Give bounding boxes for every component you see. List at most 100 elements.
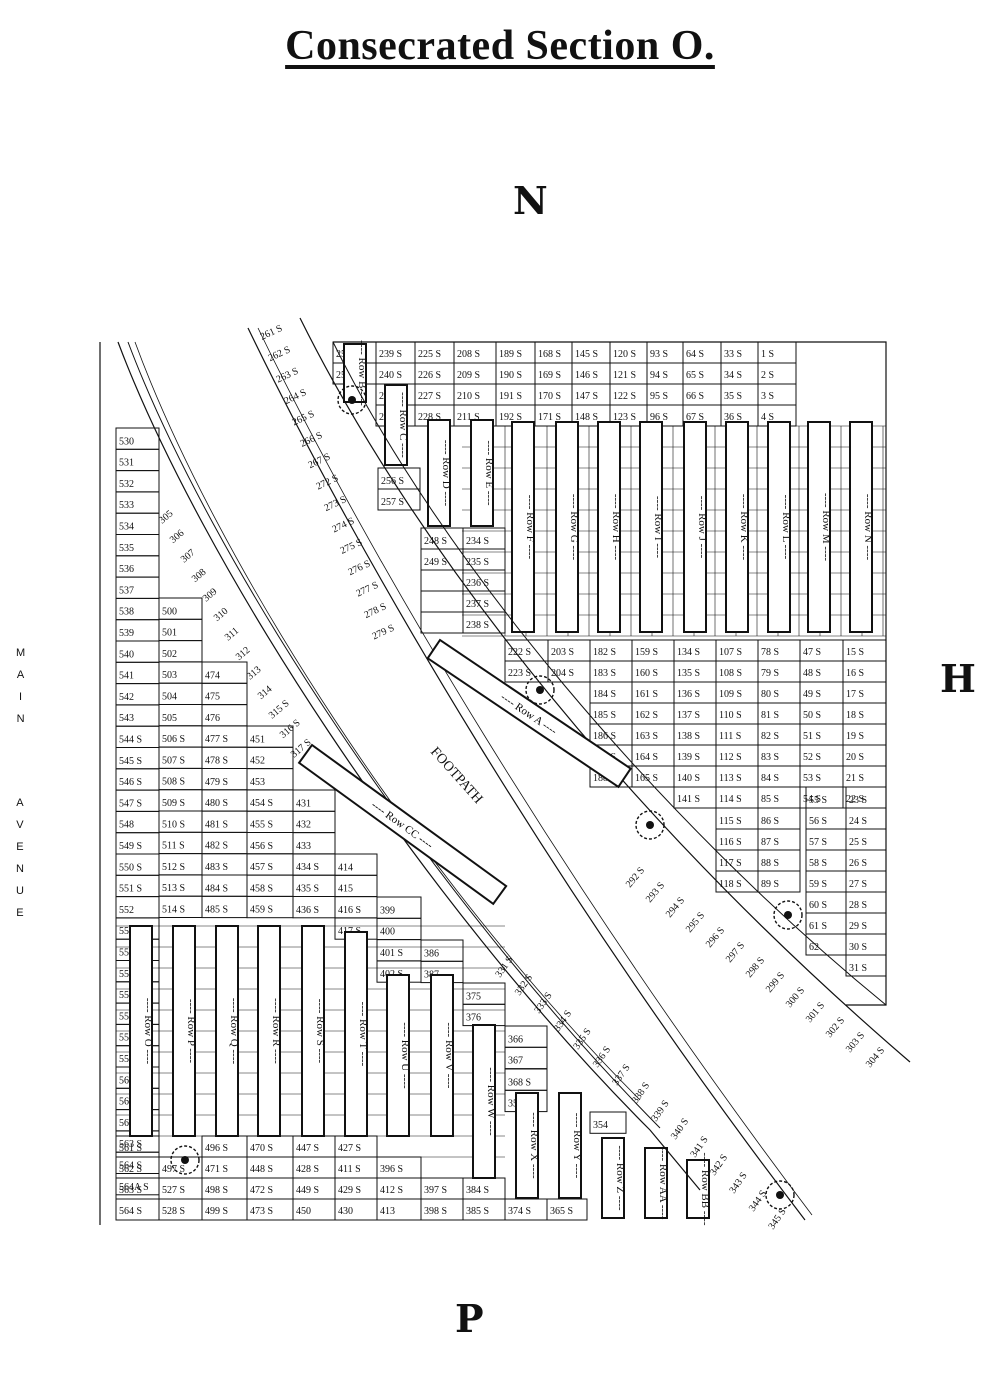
right-plot-label: 139 S	[677, 752, 700, 763]
tree-trunk	[181, 1156, 189, 1164]
diag-lower-right-plot: 301 S	[804, 1000, 827, 1025]
col-368-plot-label: 368 S	[508, 1077, 531, 1088]
col-474-plot-label: 482 S	[205, 841, 228, 852]
col-451-plot-label: 457 S	[250, 862, 273, 873]
row-aa-label: ---- Row AA ----	[657, 1146, 669, 1219]
right-plot-label: 53 S	[803, 773, 821, 784]
row-g-label: ---- Row G ----	[568, 494, 580, 561]
compass-south: P	[455, 1296, 484, 1341]
diag-lower-right-plot: 294 S	[664, 895, 687, 920]
right-plot-label: 204 S	[551, 668, 574, 679]
bottom-plot-label: 563 S	[119, 1185, 142, 1196]
top-plot-label: 121 S	[613, 370, 636, 381]
col-474-plot-label: 479 S	[205, 777, 228, 788]
col-500-plot-label: 509 S	[162, 798, 185, 809]
diag-lower-mid-plot: 336 S	[591, 1045, 613, 1070]
row-j-label: ---- Row J ----	[696, 496, 708, 559]
row-z-label: ---- Row Z ----	[614, 1145, 626, 1210]
row-n-label: ---- Row N ----	[862, 494, 874, 561]
mid-plot	[420, 611, 464, 634]
diag-lower-mid-plot: 343 S	[727, 1171, 749, 1196]
top-plot-label: 64 S	[686, 349, 704, 360]
page-title: Consecrated Section O.	[285, 23, 715, 69]
diag-lower-mid-plot: 337 S	[610, 1063, 632, 1088]
top-plot-label: 94 S	[650, 370, 668, 381]
mid-plot	[420, 569, 464, 592]
left-column-plot-label: 546 S	[119, 777, 142, 788]
side-letter: U	[16, 885, 25, 897]
right-plot-label: 54 S	[803, 794, 821, 805]
right-plot-label: 186 S	[593, 731, 616, 742]
top-plot-label: 189 S	[499, 349, 522, 360]
bottom-plot-label: 427 S	[338, 1143, 361, 1154]
bottom-plot-label: 561 S	[119, 1143, 142, 1154]
diag-upper-plot: 264 S	[283, 387, 309, 407]
bottom-plot-label: 397 S	[424, 1185, 447, 1196]
bottom-plot-label: 470 S	[250, 1143, 273, 1154]
right-plot-label: 80 S	[761, 689, 779, 700]
top-plot-label: 168 S	[538, 349, 561, 360]
top-plot-label: 123 S	[613, 412, 636, 423]
row-s-label: ---- Row S ----	[314, 999, 326, 1064]
diag-upper-plot: 272 S	[315, 473, 341, 493]
right-lower-plot	[757, 870, 801, 893]
right-plot-label: 160 S	[635, 668, 658, 679]
col-375-plot-label: 376	[466, 1013, 481, 1024]
col-500-plot-label: 501	[162, 628, 177, 639]
col-399-plot-label: 401 S	[380, 948, 403, 959]
right-plot-label: 136 S	[677, 689, 700, 700]
top-plot-label: 120 S	[613, 349, 636, 360]
row-v-label: ---- Row V ----	[443, 1023, 455, 1089]
row-d	[427, 419, 451, 527]
tree-symbol	[765, 1180, 795, 1210]
top-plot-label: 169 S	[538, 370, 561, 381]
left-column-plot-label: 557	[119, 1011, 134, 1022]
side-letter: A	[16, 669, 26, 681]
diag-left-plot: 312	[234, 645, 253, 663]
bottom-plot-label: 471 S	[205, 1164, 228, 1175]
bottom-plot-label: 562 S	[119, 1164, 142, 1175]
side-letter: E	[16, 907, 25, 919]
diag-lower-right-plot: 304 S	[864, 1045, 887, 1070]
row-l	[767, 421, 791, 633]
right-lower-plot-label: 26 S	[849, 858, 867, 869]
bottom-plot-label: 398 S	[424, 1206, 447, 1217]
left-column-plot-label: 535	[119, 543, 134, 554]
col-500-plot-label: 506 S	[162, 734, 185, 745]
col-451-plot-label: 456 S	[250, 841, 273, 852]
col-474-plot-label: 477 S	[205, 734, 228, 745]
left-column-plot-label: 537	[119, 585, 134, 596]
right-plot-label: 182 S	[593, 647, 616, 658]
col-474-plot-label: 478 S	[205, 756, 228, 767]
row-l-label: ---- Row L ----	[780, 495, 792, 560]
left-column-plot-label: 558	[119, 1033, 134, 1044]
col-474-plot-label: 485 S	[205, 905, 228, 916]
mid-plot-label: 248 S	[424, 536, 447, 547]
top-plot-label: 1 S	[761, 349, 774, 360]
row-q-label: ---- Row Q ----	[228, 998, 240, 1065]
right-lower-plot-label: 86 S	[761, 816, 779, 827]
diag-left-plot: 313	[245, 664, 264, 682]
top-plot-label: 36 S	[724, 412, 742, 423]
col-451-plot-label: 451	[250, 734, 265, 745]
col-431-plot-label: 434 S	[296, 862, 319, 873]
right-plot-label: 48 S	[803, 668, 821, 679]
left-column-plot-label: 542	[119, 692, 134, 703]
diag-left-plot: 307	[179, 547, 198, 565]
bottom-plot-label: 396 S	[380, 1164, 403, 1175]
right-lower-plot-label: 87 S	[761, 837, 779, 848]
col-474-plot-label: 476	[205, 713, 220, 724]
tree-trunk	[348, 396, 356, 404]
right-lower-plot-label: 30 S	[849, 942, 867, 953]
col-451-plot-label: 459 S	[250, 905, 273, 916]
left-column-plot-label: 544 S	[119, 735, 142, 746]
right-plot-label: 108 S	[719, 668, 742, 679]
footpath-label: FOOTPATH	[427, 745, 485, 807]
right-plot-label: 164 S	[635, 752, 658, 763]
row-c-label: ---- Row C ----	[397, 392, 409, 458]
diag-left-plot: 310	[212, 606, 231, 624]
bottom-plot-label: 564 S	[119, 1206, 142, 1217]
bottom-plot-label: 447 S	[296, 1143, 319, 1154]
diag-lower-right-plot: 296 S	[704, 925, 727, 950]
row-e	[470, 419, 494, 527]
